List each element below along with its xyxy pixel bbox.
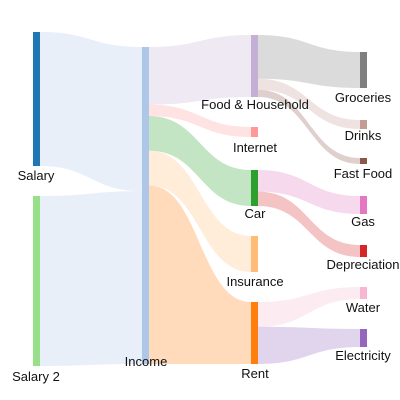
node-salary (33, 32, 40, 166)
node-label-electricity: Electricity (335, 348, 391, 363)
node-label-salary: Salary (18, 168, 55, 183)
node-label-depreciation: Depreciation (327, 257, 400, 272)
node-water (360, 287, 367, 299)
node-gas (360, 196, 367, 214)
links-layer (40, 32, 360, 366)
node-electricity (360, 329, 367, 347)
node-income (142, 47, 149, 364)
link-income-insurance (149, 150, 251, 272)
node-label-income: Income (125, 354, 168, 369)
node-salary2 (33, 196, 40, 366)
node-label-fastfood: Fast Food (334, 166, 393, 181)
node-insurance (251, 236, 258, 272)
node-rent (251, 302, 258, 364)
node-internet (251, 127, 258, 137)
link-food-groceries (258, 35, 360, 88)
link-rent-electricity (258, 326, 360, 364)
link-income-rent (149, 185, 251, 364)
link-car-depreciation (258, 191, 360, 257)
link-income-car (149, 116, 251, 206)
link-food-drinks (258, 78, 360, 129)
node-label-insurance: Insurance (226, 274, 283, 289)
node-depreciation (360, 245, 367, 257)
link-rent-water (258, 287, 360, 327)
node-label-car: Car (245, 206, 267, 221)
node-label-drinks: Drinks (345, 128, 382, 143)
node-label-rent: Rent (241, 366, 269, 381)
node-car (251, 170, 258, 206)
link-income-internet (149, 104, 251, 137)
link-income-food (149, 35, 251, 105)
node-label-groceries: Groceries (335, 90, 392, 105)
node-drinks (360, 120, 367, 129)
node-fastfood (360, 158, 367, 164)
node-label-gas: Gas (351, 214, 375, 229)
node-label-internet: Internet (233, 140, 277, 155)
link-salary-income (40, 32, 142, 192)
link-car-gas (258, 170, 360, 214)
link-salary2-income (40, 191, 142, 366)
node-food (251, 35, 258, 97)
nodes-layer (33, 32, 367, 366)
link-food-fastfood (258, 89, 360, 164)
node-label-food: Food & Household (201, 97, 309, 112)
node-groceries (360, 52, 367, 88)
node-label-water: Water (346, 300, 381, 315)
node-label-salary2: Salary 2 (12, 369, 60, 384)
